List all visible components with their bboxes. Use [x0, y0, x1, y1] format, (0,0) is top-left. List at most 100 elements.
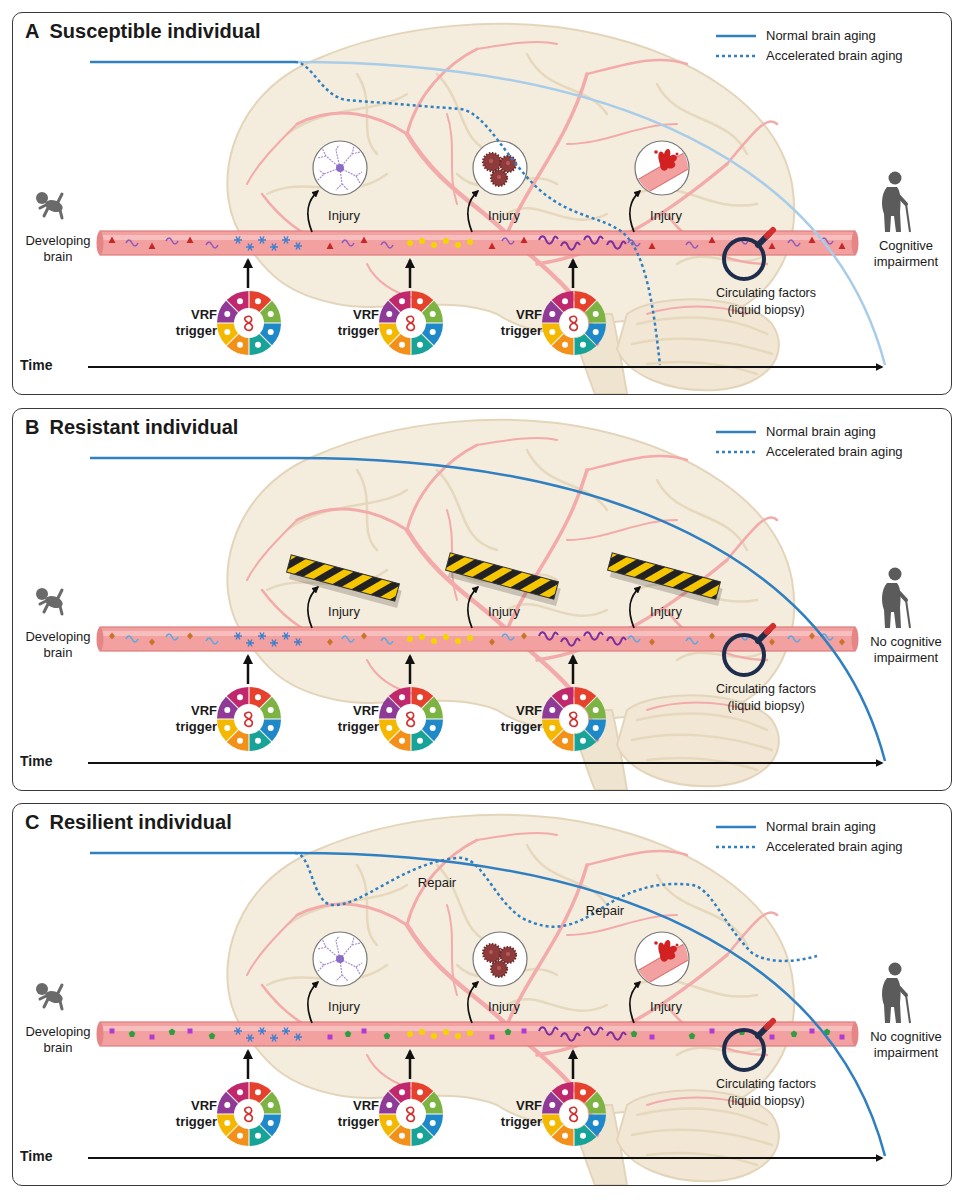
axis-label: Time [20, 1148, 80, 1164]
illustration-part [361, 237, 368, 244]
illustration-part [295, 62, 660, 365]
illustration-part [606, 553, 724, 606]
trigger-node: VRF trigger [488, 685, 608, 753]
illustration-part [149, 243, 156, 250]
wheel-segment [585, 697, 606, 719]
wheel-segment [250, 334, 272, 355]
magnifier-glass [724, 635, 764, 675]
illustration-part [839, 639, 845, 646]
wheel-segment [227, 291, 249, 312]
trigger-label: VRF trigger [488, 703, 542, 735]
wheel-segment [542, 324, 563, 346]
wheel-icon [549, 329, 555, 335]
wheel-icon [386, 1120, 392, 1126]
wheel-icon [580, 1133, 586, 1139]
wheel-icon [430, 1120, 436, 1126]
panel-heading: ASusceptible individual [25, 20, 261, 43]
annotation-label: No cognitive impairment [864, 1029, 948, 1061]
wheel-center [397, 309, 425, 337]
illustration-part [188, 1029, 193, 1034]
wheel-icon [580, 738, 586, 744]
illustration-part [381, 638, 393, 644]
life-essential-wheel [215, 289, 283, 357]
legend-line [716, 430, 756, 433]
illustration-part [709, 633, 715, 640]
illustration-part [36, 24, 910, 394]
illustration-part [522, 1029, 527, 1034]
legend-line-sample [714, 821, 758, 833]
wheel-icon [268, 1102, 274, 1108]
wheel-center-mark [570, 1107, 578, 1121]
magnifier-handle-tip [767, 230, 773, 236]
wheel-icon [562, 342, 568, 348]
legend-entry: Normal brain aging [714, 28, 876, 43]
life-essential-wheel [215, 1080, 283, 1148]
wheel-segment [379, 1115, 400, 1137]
annotation-label: Injury [474, 208, 534, 224]
wheel-segment [575, 730, 597, 751]
wheel-segment [379, 324, 400, 346]
illustration-part [650, 1035, 655, 1040]
wheel-icon [417, 1089, 423, 1095]
panel-box: CResilient individualVRF triggerVRF trig… [12, 803, 952, 1186]
illustration-part [521, 633, 527, 640]
illustration-part [809, 237, 816, 244]
wheel-icon [386, 707, 392, 713]
wheel-icon [237, 298, 243, 304]
illustration-part [362, 1029, 367, 1034]
wheel-segment [422, 1092, 443, 1114]
illustration-part [788, 240, 800, 246]
axis-label: Time [20, 357, 80, 373]
wheel-segment [250, 730, 272, 751]
trigger-label: VRF trigger [163, 703, 217, 735]
wheel-icon [386, 311, 392, 317]
wheel-icon [399, 298, 405, 304]
wheel-segment [585, 1092, 606, 1114]
illustration-part [36, 815, 910, 1185]
life-essential-wheel [377, 685, 445, 753]
legend-line-sample [714, 426, 758, 438]
wheel-icon [549, 725, 555, 731]
wheel-icon [549, 1120, 555, 1126]
illustration-part [769, 639, 775, 646]
wheel-segment [422, 301, 443, 323]
wheel-icon [549, 707, 555, 713]
illustration-part [689, 1033, 696, 1040]
wheel-icon [237, 694, 243, 700]
wheel-icon [224, 725, 230, 731]
legend-entry: Normal brain aging [714, 424, 876, 439]
wheel-icon [417, 738, 423, 744]
illustration-part [473, 932, 527, 986]
liquid-biopsy-node: Circulating factors (liquid biopsy) [703, 231, 833, 331]
wheel-segment [552, 687, 574, 708]
legend-text: Normal brain aging [766, 819, 876, 834]
wheel-icon [268, 1120, 274, 1126]
illustration-part [149, 639, 155, 646]
wheel-center-mark [407, 316, 415, 330]
trigger-label: VRF trigger [325, 307, 379, 339]
wheel-icon [580, 298, 586, 304]
wheel-icon [562, 1133, 568, 1139]
wheel-segment [575, 1125, 597, 1146]
annotation-label: Repair [407, 875, 467, 891]
illustration-part [126, 636, 138, 642]
wheel-icon [430, 311, 436, 317]
legend-text: Accelerated brain aging [766, 48, 903, 63]
wheel-center-mark [245, 712, 253, 726]
illustration-part [502, 238, 514, 244]
wheel-icon [399, 738, 405, 744]
legend-text: Normal brain aging [766, 28, 876, 43]
wheel-icon [268, 311, 274, 317]
wheel-icon [224, 311, 230, 317]
wheel-center [560, 1100, 588, 1128]
wheel-center [560, 705, 588, 733]
wheel-center-mark [245, 1107, 253, 1121]
life-essential-wheel [540, 685, 608, 753]
illustration-part [90, 61, 295, 64]
magnifier-handle-tip [767, 1021, 773, 1027]
wheel-icon [417, 694, 423, 700]
trigger-node: VRF trigger [163, 1080, 283, 1148]
illustration-part [709, 237, 716, 244]
illustration-part [327, 243, 334, 250]
wheel-center-mark [570, 712, 578, 726]
